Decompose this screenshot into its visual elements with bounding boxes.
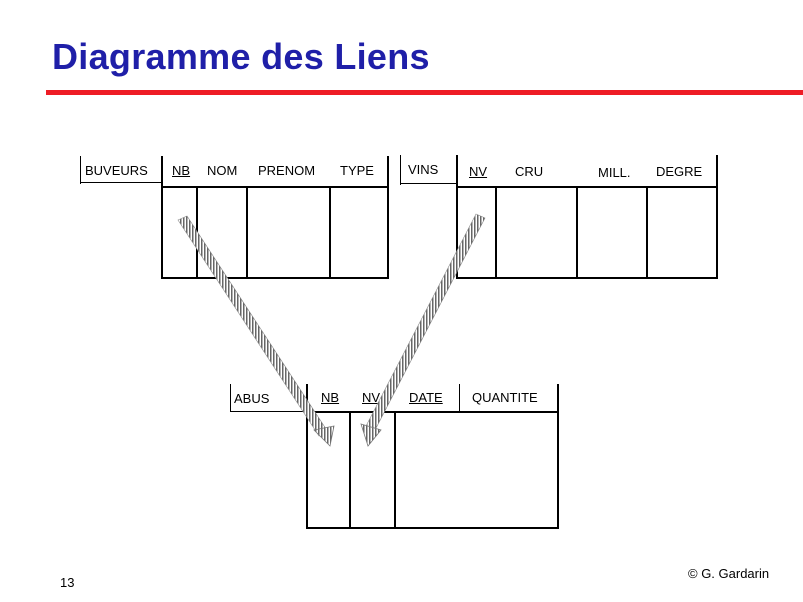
- page-number: 13: [60, 575, 75, 590]
- vins-col-degre: DEGRE: [656, 164, 703, 179]
- vins-label-border-left: [400, 155, 401, 185]
- page-title: Diagramme des Liens: [52, 36, 430, 77]
- abus-col-divider-2: [394, 411, 396, 527]
- abus-header-rule: [306, 411, 559, 413]
- vins-table: [456, 155, 718, 279]
- vins-col-cru: CRU: [515, 164, 544, 179]
- buveurs-col-divider-2: [246, 186, 248, 278]
- buveurs-label-border-left: [80, 156, 81, 184]
- buveurs-col-nb: NB: [172, 163, 191, 178]
- buveurs-col-type: TYPE: [340, 163, 374, 178]
- arrow-vins-nv-to-abus-nv: [360, 213, 486, 447]
- buveurs-label-border-bottom: [80, 182, 163, 183]
- buveurs-col-divider-3: [329, 186, 331, 278]
- abus-table: [306, 384, 559, 529]
- buveurs-header-rule: [161, 186, 389, 188]
- buveurs-col-nom: NOM: [207, 163, 238, 178]
- vins-label: VINS: [408, 162, 439, 177]
- abus-col-date: DATE: [409, 390, 443, 405]
- abus-col-quantite: QUANTITE: [472, 390, 538, 405]
- abus-col-nv: NV: [362, 390, 381, 405]
- copyright: © G. Gardarin: [688, 566, 770, 581]
- vins-col-divider-1: [495, 186, 497, 278]
- vins-col-mill: MILL.: [598, 165, 631, 180]
- abus-col-divider-1: [349, 411, 351, 527]
- abus-col-divider-3: [459, 384, 460, 412]
- buveurs-col-prenom: PRENOM: [258, 163, 316, 178]
- abus-label-border-left: [230, 384, 231, 412]
- vins-col-divider-3: [646, 186, 648, 278]
- buveurs-label: BUVEURS: [85, 163, 148, 178]
- vins-col-nv: NV: [469, 164, 488, 179]
- title-underline: [46, 90, 803, 95]
- abus-col-nb: NB: [321, 390, 340, 405]
- vins-col-divider-2: [576, 186, 578, 278]
- vins-label-border-bottom: [400, 183, 458, 184]
- abus-label: ABUS: [234, 391, 270, 406]
- buveurs-table: [161, 156, 389, 279]
- arrow-buveurs-nb-to-abus-nb: [177, 215, 335, 447]
- vins-header-rule: [456, 186, 718, 188]
- abus-label-border-bottom: [230, 411, 308, 412]
